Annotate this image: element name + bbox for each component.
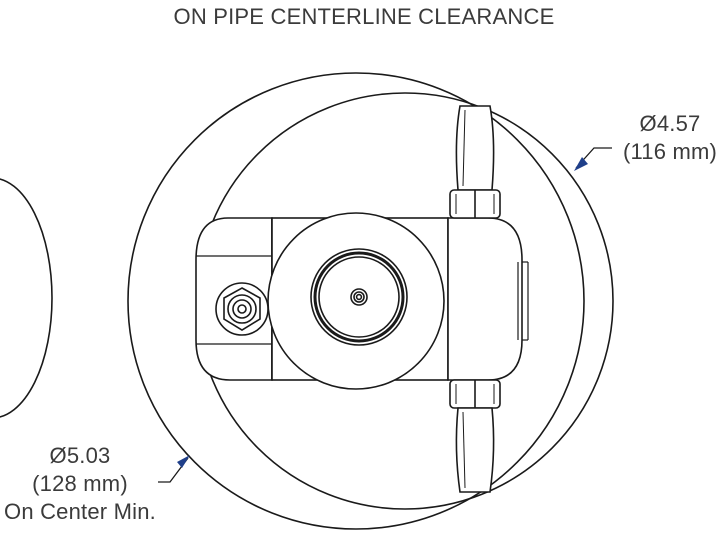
adjacent-unit-arc (0, 178, 53, 418)
center-clearance-label: Ø5.03 (128 mm) On Center Min. (0, 442, 160, 526)
center-clearance-value: Ø5.03 (49, 443, 111, 468)
side-fitting-hex (223, 287, 261, 331)
port-ring-outer (310, 248, 408, 346)
upper-handle (455, 105, 495, 191)
leader-arrow-outer (574, 157, 588, 171)
outer-diameter-value: Ø4.57 (639, 111, 701, 136)
side-fitting (215, 282, 269, 336)
center-clearance-note: On Center Min. (4, 499, 156, 524)
left-housing (195, 217, 273, 381)
outer-diameter-label: Ø4.57 (116 mm) (612, 110, 728, 166)
port-ring-inner (318, 256, 400, 338)
drawing-title: ON PIPE CENTERLINE CLEARANCE (173, 4, 555, 29)
lower-handle (455, 407, 495, 493)
center-screw (350, 288, 368, 306)
port-ring-mid (313, 251, 405, 343)
leader-arrow-center (177, 455, 190, 468)
right-housing (447, 217, 523, 381)
on-center-clearance-circle (127, 72, 585, 530)
outer-diameter-metric: (116 mm) (622, 139, 718, 164)
center-clearance-metric: (128 mm) (32, 471, 128, 496)
